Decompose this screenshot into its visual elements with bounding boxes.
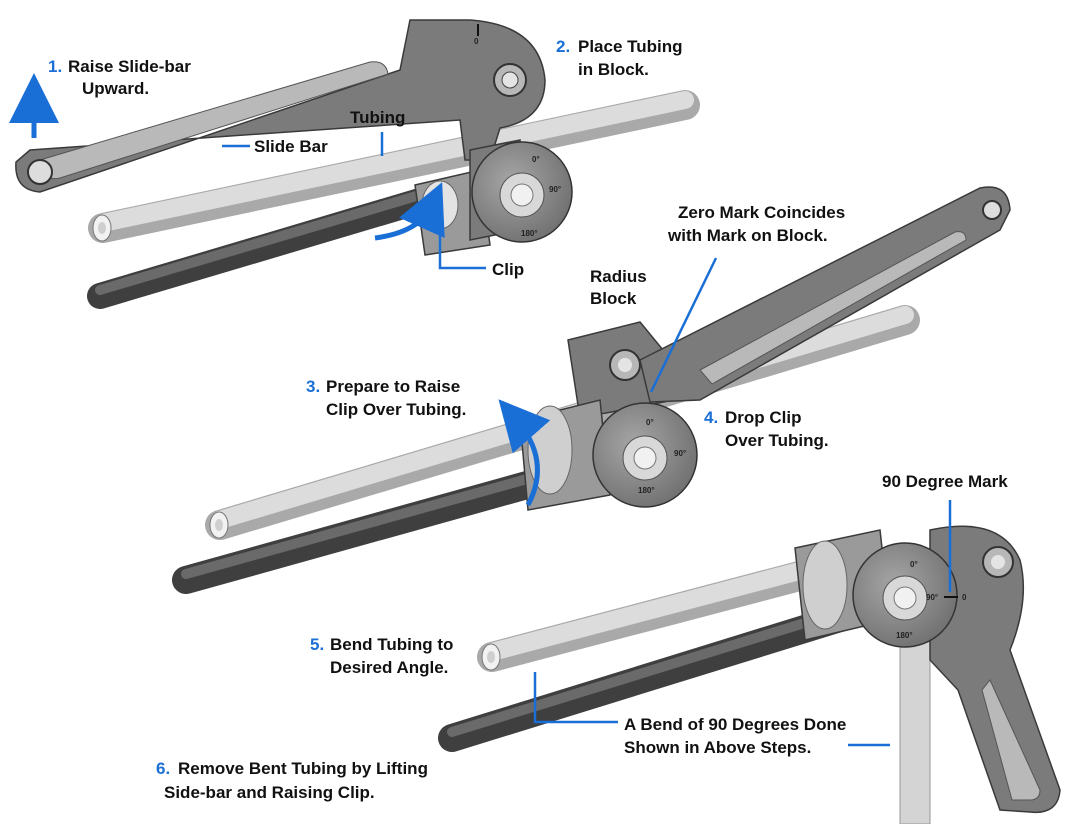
svg-text:0: 0 — [962, 593, 967, 602]
svg-text:3.: 3. — [306, 377, 320, 396]
svg-text:Raise Slide-bar: Raise Slide-bar — [68, 57, 191, 76]
svg-text:Radius: Radius — [590, 267, 647, 286]
svg-text:0°: 0° — [532, 155, 540, 164]
degree-mark-label: 90 Degree Mark — [882, 472, 1008, 491]
svg-text:90°: 90° — [926, 593, 938, 602]
svg-text:Over Tubing.: Over Tubing. — [725, 431, 829, 450]
svg-text:4.: 4. — [704, 408, 718, 427]
svg-text:in Block.: in Block. — [578, 60, 649, 79]
svg-text:180°: 180° — [896, 631, 913, 640]
svg-text:Place Tubing: Place Tubing — [578, 37, 683, 56]
bend-note: A Bend of 90 Degrees Done Shown in Above… — [624, 715, 846, 757]
svg-text:Clip Over Tubing.: Clip Over Tubing. — [326, 400, 466, 419]
step-3: 3. Prepare to Raise Clip Over Tubing. — [306, 377, 466, 419]
svg-text:2.: 2. — [556, 37, 570, 56]
svg-text:Zero Mark Coincides: Zero Mark Coincides — [678, 203, 845, 222]
svg-text:Drop Clip: Drop Clip — [725, 408, 802, 427]
svg-text:Desired Angle.: Desired Angle. — [330, 658, 448, 677]
slide-bar-zero-mark: 0 — [474, 37, 479, 46]
svg-text:Block: Block — [590, 289, 637, 308]
radius-block-label: Radius Block — [590, 267, 647, 308]
slide-bar-label: Slide Bar — [254, 137, 328, 156]
svg-text:90°: 90° — [549, 185, 561, 194]
svg-text:180°: 180° — [638, 486, 655, 495]
step-1: 1. Raise Slide-bar Upward. — [48, 57, 191, 98]
svg-text:Remove Bent Tubing by Lifting: Remove Bent Tubing by Lifting — [178, 759, 428, 778]
svg-text:Side-bar and Raising Clip.: Side-bar and Raising Clip. — [164, 783, 375, 802]
zero-mark-note: Zero Mark Coincides with Mark on Block. — [667, 203, 845, 245]
svg-text:Upward.: Upward. — [82, 79, 149, 98]
tubing-label: Tubing — [350, 108, 405, 127]
svg-text:90°: 90° — [674, 449, 686, 458]
svg-text:Prepare to Raise: Prepare to Raise — [326, 377, 460, 396]
svg-text:Bend Tubing to: Bend Tubing to — [330, 635, 453, 654]
svg-text:with Mark on Block.: with Mark on Block. — [667, 226, 828, 245]
svg-text:0°: 0° — [646, 418, 654, 427]
svg-text:1.: 1. — [48, 57, 62, 76]
clip-label: Clip — [492, 260, 524, 279]
svg-text:6.: 6. — [156, 759, 170, 778]
svg-text:A Bend of 90 Degrees Done: A Bend of 90 Degrees Done — [624, 715, 846, 734]
step-2: 2. Place Tubing in Block. — [556, 37, 683, 79]
svg-text:0°: 0° — [910, 560, 918, 569]
svg-text:Shown in Above Steps.: Shown in Above Steps. — [624, 738, 811, 757]
step-5: 5. Bend Tubing to Desired Angle. — [310, 635, 453, 677]
scene-3-tool: 0° 90° 180° 0 — [452, 526, 1060, 824]
svg-text:5.: 5. — [310, 635, 324, 654]
step-4: 4. Drop Clip Over Tubing. — [704, 408, 829, 450]
svg-text:180°: 180° — [521, 229, 538, 238]
step-6: 6. Remove Bent Tubing by Lifting Side-ba… — [156, 759, 428, 802]
